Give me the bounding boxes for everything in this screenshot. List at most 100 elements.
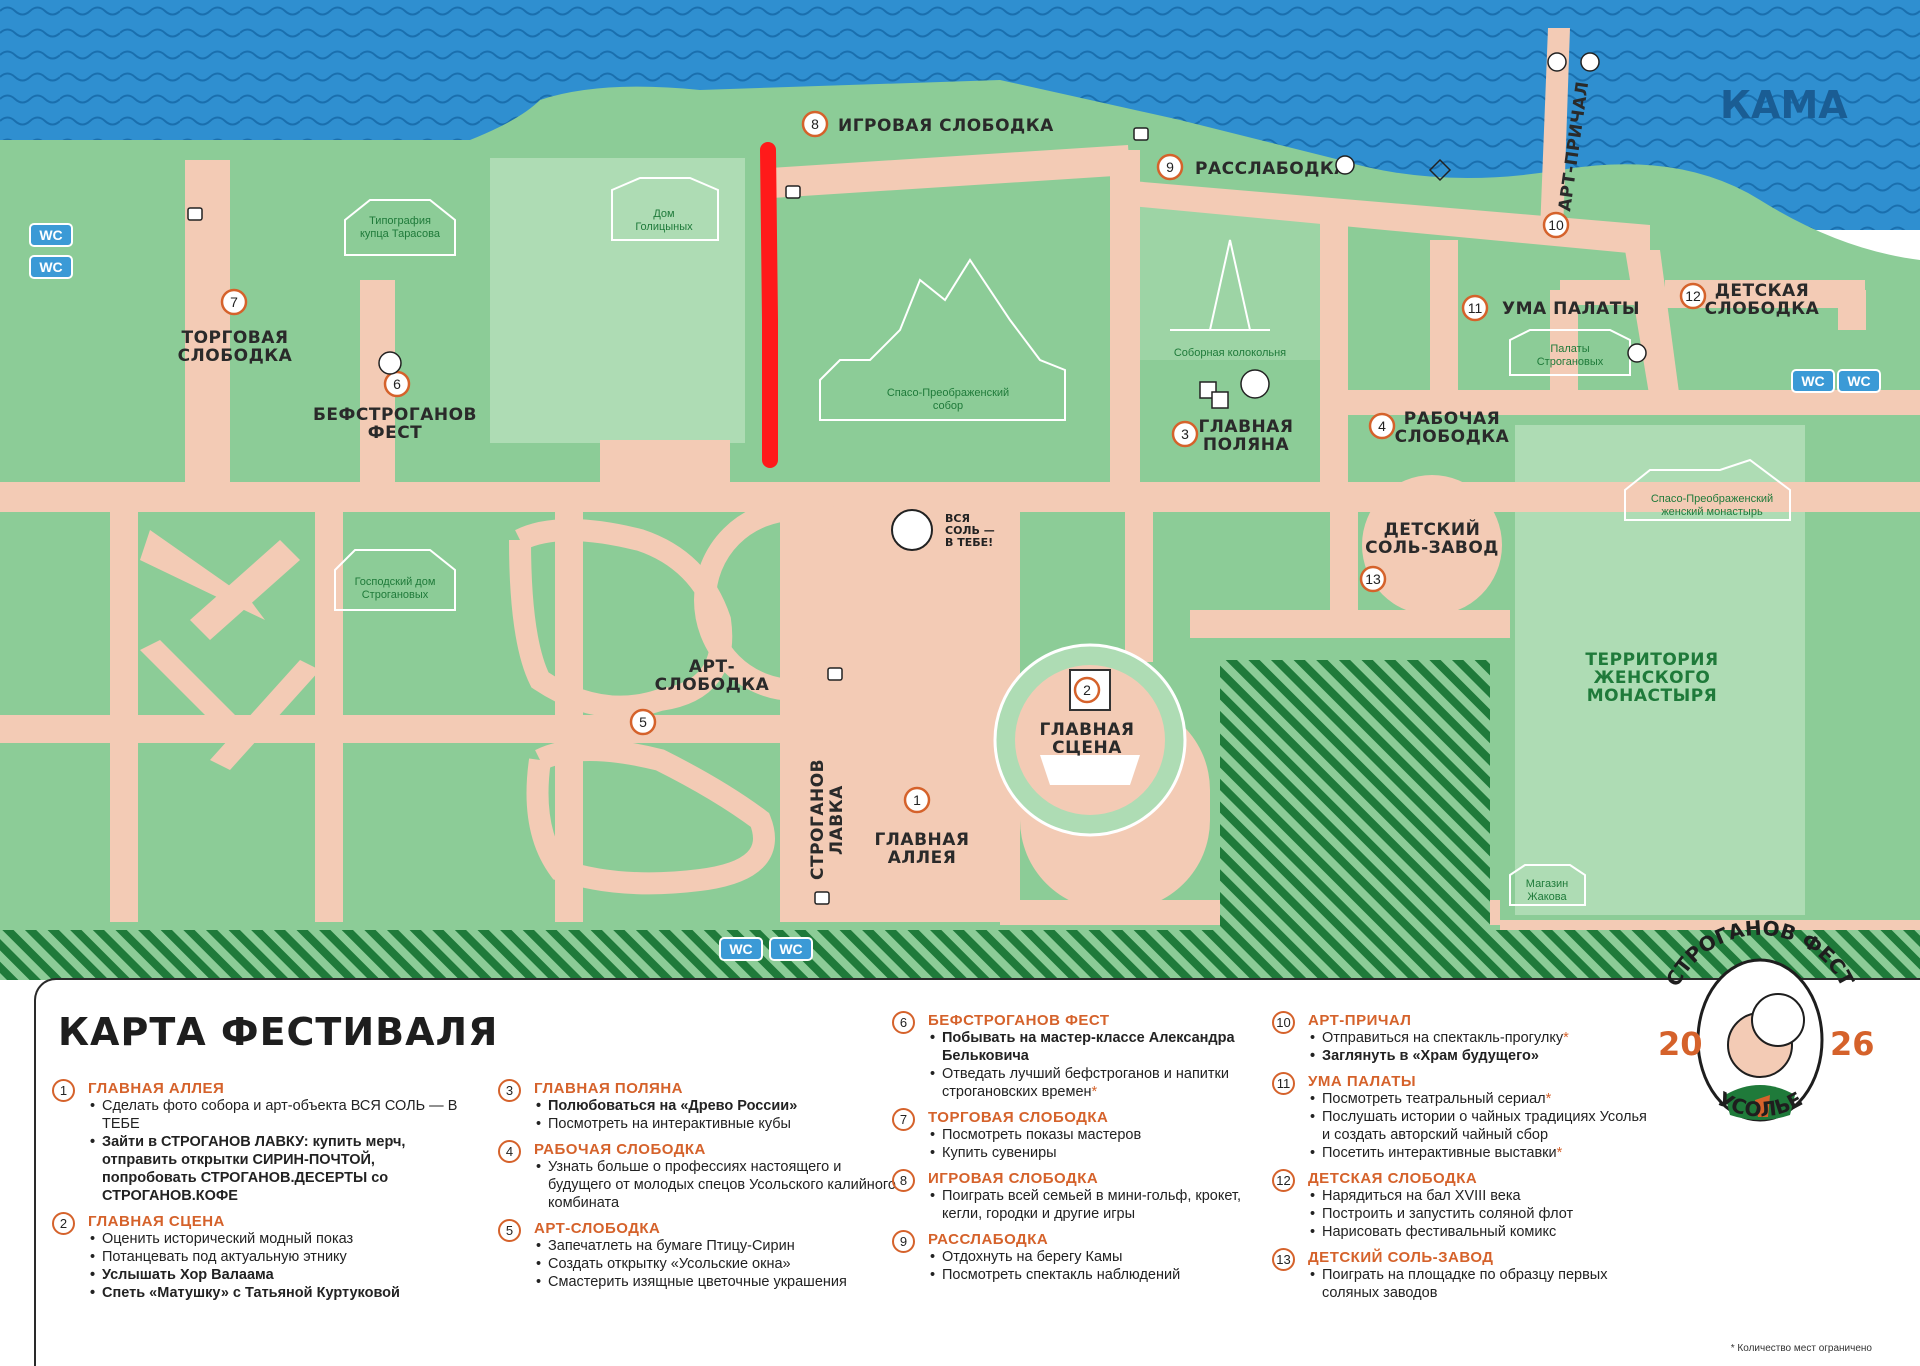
zone-2-label-l2: СЦЕНА [1052, 738, 1122, 758]
marker-2[interactable]: 2 [1073, 676, 1101, 704]
legend-line: Спеть «Матушку» с Татьяной Куртуковой [88, 1284, 472, 1302]
main-stage-area [993, 643, 1187, 837]
number-markers[interactable]: 1 2 3 4 5 6 7 8 9 10 11 12 13 [220, 110, 1707, 814]
highlighted-route [760, 142, 778, 468]
legend-line: Отправиться на спектакль-прогулку* [1308, 1029, 1652, 1047]
wc-icon[interactable]: WC [719, 937, 763, 961]
wc-markers[interactable]: WC WC WC WC WC WC [29, 223, 1881, 961]
zone-1-label-l1: ГЛАВНАЯ [874, 830, 969, 850]
kolokolnya-label: Соборная колокольня [1174, 347, 1286, 359]
marker-7[interactable]: 7 [220, 288, 248, 316]
legend-line: Построить и запустить соляной флот [1308, 1205, 1652, 1223]
legend-item-4[interactable]: 4 РАБОЧАЯ СЛОБОДКА Узнать больше о профе… [498, 1140, 898, 1212]
svg-text:10: 10 [1548, 217, 1564, 233]
legend-line: Отдохнуть на берегу Камы [928, 1248, 1272, 1266]
coffee-cup-icon [814, 891, 830, 905]
kolokolnya-ground [1130, 200, 1325, 360]
legend-item-2[interactable]: 2 ГЛАВНАЯ СЦЕНА Оценить исторический мод… [52, 1212, 472, 1302]
territory-l2: ЖЕНСКОГО [1594, 668, 1711, 688]
logo-year-right: 26 [1830, 1025, 1875, 1063]
svg-text:9: 9 [1166, 159, 1174, 175]
legend-line: Посмотреть на интерактивные кубы [534, 1115, 898, 1133]
legend-item-9[interactable]: 9 РАССЛАБОДКА Отдохнуть на берегу Камы П… [892, 1230, 1272, 1284]
legend-line: Узнать больше о профессиях настоящего и … [534, 1158, 898, 1212]
marker-4[interactable]: 4 [1368, 412, 1396, 440]
legend-item-7[interactable]: 7 ТОРГОВАЯ СЛОБОДКА Посмотреть показы ма… [892, 1108, 1272, 1162]
marker-3[interactable]: 3 [1171, 420, 1199, 448]
cafe-icons [187, 52, 1647, 905]
wc-icon[interactable]: WC [1837, 369, 1881, 393]
wc-icon[interactable]: WC [29, 223, 73, 247]
svg-text:7: 7 [230, 294, 238, 310]
zone-3-label-l1: ГЛАВНАЯ [1198, 417, 1293, 437]
legend-panel: КАРТА ФЕСТИВАЛЯ 1 ГЛАВНАЯ АЛЛЕЯ Сделать … [34, 978, 1920, 1366]
zone-2-label-l1: ГЛАВНАЯ [1039, 720, 1134, 740]
dom-golitsynykh-ground [490, 158, 745, 443]
cube-icon [1211, 391, 1229, 409]
tipografiya-line1: Типография [369, 215, 431, 227]
logo-year-left: 20 [1658, 1025, 1703, 1063]
marker-5[interactable]: 5 [629, 708, 657, 736]
legend-line: Купить сувениры [928, 1144, 1272, 1162]
art-object-l2: СОЛЬ — [945, 524, 995, 537]
marker-11[interactable]: 11 [1461, 294, 1489, 322]
legend-line: Создать открытку «Усольские окна» [534, 1255, 898, 1273]
river-label: КАМА [1720, 83, 1848, 127]
marker-6[interactable]: 6 [383, 370, 411, 398]
svg-text:WC: WC [1801, 373, 1824, 389]
zone-9-label: РАССЛАБОДКА [1195, 159, 1348, 179]
legend-item-13[interactable]: 13 ДЕТСКИЙ СОЛЬ-ЗАВОД Поиграть на площад… [1272, 1248, 1652, 1302]
kite-icon [1428, 158, 1452, 182]
legend-line: Посмотреть театральный сериал* [1308, 1090, 1652, 1108]
zone-5-label-l2: СЛОБОДКА [655, 675, 770, 695]
legend-line: Посетить интерактивные выставки* [1308, 1144, 1652, 1162]
theater-mask-icon [1627, 343, 1647, 363]
magazin-line2: Жакова [1527, 891, 1567, 903]
wc-icon[interactable]: WC [29, 255, 73, 279]
zone-7-label-l1: ТОРГОВАЯ [182, 328, 289, 348]
legend-item-11[interactable]: 11 УМА ПАЛАТЫ Посмотреть театральный сер… [1272, 1072, 1652, 1162]
legend-line: Поиграть всей семьей в мини-гольф, кроке… [928, 1187, 1272, 1223]
zone-13-label-l1: ДЕТСКИЙ [1384, 518, 1481, 540]
sobor-line2: собор [933, 400, 963, 412]
marker-9[interactable]: 9 [1156, 153, 1184, 181]
wc-icon[interactable]: WC [769, 937, 813, 961]
bell-icon [1580, 52, 1600, 72]
svg-text:WC: WC [39, 227, 62, 243]
legend-item-6[interactable]: 6 БЕФСТРОГАНОВ ФЕСТ Побывать на мастер-к… [892, 1011, 1272, 1101]
coffee-cup-icon [785, 185, 801, 199]
wc-icon[interactable]: WC [1791, 369, 1835, 393]
tree-icon [1240, 369, 1270, 399]
marker-12[interactable]: 12 [1679, 282, 1707, 310]
legend-line: Зайти в СТРОГАНОВ ЛАВКУ: купить мерч, от… [88, 1133, 472, 1205]
legend-item-8[interactable]: 8 ИГРОВАЯ СЛОБОДКА Поиграть всей семьей … [892, 1169, 1272, 1223]
legend-line: Отведать лучший бефстроганов и напитки с… [928, 1065, 1272, 1101]
svg-text:13: 13 [1365, 571, 1381, 587]
svg-text:8: 8 [811, 116, 819, 132]
zone-labels: ГЛАВНАЯ АЛЛЕЯ ГЛАВНАЯ СЦЕНА ГЛАВНАЯ ПОЛЯ… [178, 80, 1819, 880]
zone-6-label-l1: БЕФСТРОГАНОВ [313, 405, 477, 425]
legend-item-10[interactable]: 10 АРТ-ПРИЧАЛ Отправиться на спектакль-п… [1272, 1011, 1652, 1065]
legend-line: Посмотреть показы мастеров [928, 1126, 1272, 1144]
legend-line: Послушать истории о чайных традициях Усо… [1308, 1108, 1652, 1144]
zone-13-label-l2: СОЛЬ-ЗАВОД [1365, 538, 1499, 558]
legend-item-5[interactable]: 5 АРТ-СЛОБОДКА Запечатлеть на бумаге Пти… [498, 1219, 898, 1291]
marker-10[interactable]: 10 [1542, 211, 1570, 239]
main-alley-ground [830, 530, 1020, 920]
gospodsky-line2: Строгановых [362, 589, 429, 601]
legend-line: Нарисовать фестивальный комикс [1308, 1223, 1652, 1241]
legend-item-1[interactable]: 1 ГЛАВНАЯ АЛЛЕЯ Сделать фото собора и ар… [52, 1079, 472, 1205]
legend-line: Посмотреть спектакль наблюдений [928, 1266, 1272, 1284]
marker-1[interactable]: 1 [903, 786, 931, 814]
zone-12-label-l1: ДЕТСКАЯ [1715, 281, 1809, 301]
legend-item-3[interactable]: 3 ГЛАВНАЯ ПОЛЯНА Полюбоваться на «Древо … [498, 1079, 898, 1133]
svg-text:WC: WC [779, 941, 802, 957]
marker-8[interactable]: 8 [801, 110, 829, 138]
marker-13[interactable]: 13 [1359, 565, 1387, 593]
legend-line: Смастерить изящные цветочные украшения [534, 1273, 898, 1291]
svg-text:WC: WC [39, 259, 62, 275]
zone-5-label-l1: АРТ- [689, 657, 735, 677]
legend-item-12[interactable]: 12 ДЕТСКАЯ СЛОБОДКА Нарядиться на бал XV… [1272, 1169, 1652, 1241]
territory-l1: ТЕРРИТОРИЯ [1585, 650, 1718, 670]
